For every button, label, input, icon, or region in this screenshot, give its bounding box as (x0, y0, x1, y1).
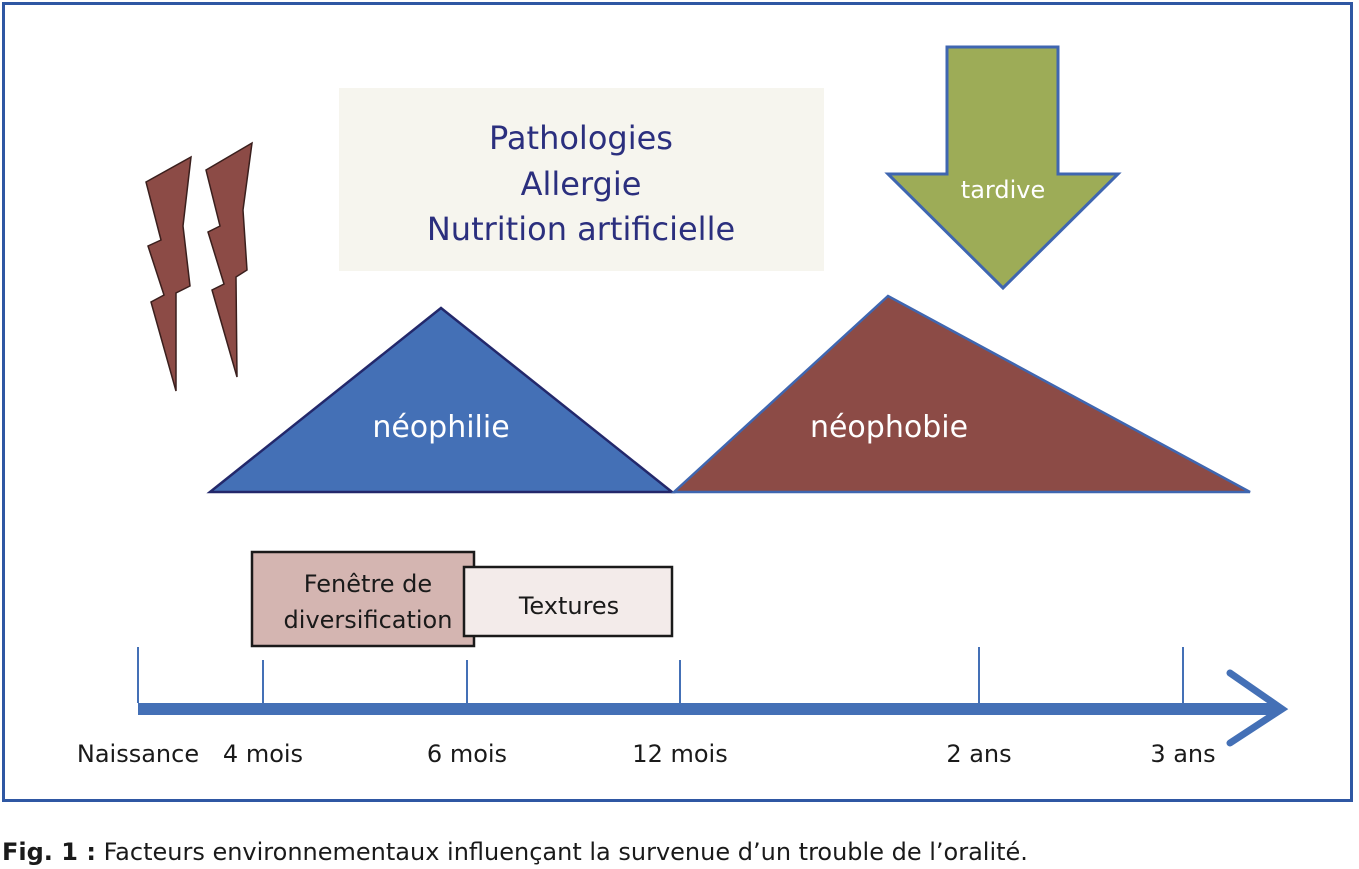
timeline-label-3-ans: 3 ans (1150, 740, 1215, 768)
neophobie-triangle (670, 294, 1251, 494)
diversification-window-box (250, 550, 476, 648)
factor-nutrition: Nutrition artificielle (427, 210, 735, 248)
caption-prefix: Fig. 1 : (2, 838, 96, 866)
tardive-arrow (884, 45, 1122, 291)
timeline-label-6-mois: 6 mois (427, 740, 507, 768)
neophilie-label: néophilie (372, 410, 509, 445)
lightning-bolt-2 (205, 141, 253, 378)
lightning-bolt-1 (145, 155, 192, 392)
window-label-line1: Fenêtre de (304, 570, 432, 598)
timeline-label-4-mois: 4 mois (223, 740, 303, 768)
factors-box (339, 88, 824, 271)
timeline-label-2-ans: 2 ans (946, 740, 1011, 768)
window-label-line2: diversification (284, 606, 453, 634)
textures-label: Textures (518, 592, 619, 620)
caption-text: Facteurs environnementaux influençant la… (95, 838, 1028, 866)
neophilie-triangle (206, 306, 676, 494)
timeline-label-naissance: Naissance (77, 740, 199, 768)
timeline-label-12-mois: 12 mois (632, 740, 727, 768)
diagram-frame (2, 2, 1353, 802)
textures-box (462, 565, 674, 638)
neophobie-label: néophobie (810, 410, 968, 445)
factor-allergie: Allergie (521, 165, 642, 203)
timeline-arrowhead (1226, 669, 1289, 747)
diagram-canvas: Pathologies Allergie Nutrition artificie… (77, 45, 1289, 768)
factor-pathologies: Pathologies (489, 119, 673, 157)
tardive-label: tardive (961, 176, 1045, 204)
figure-caption: Fig. 1 : Facteurs environnementaux influ… (2, 838, 1028, 866)
